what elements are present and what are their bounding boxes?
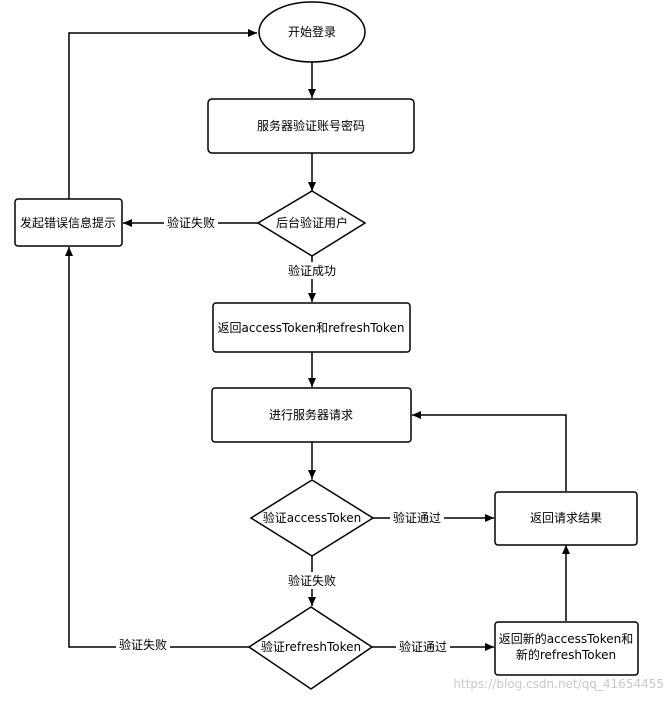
edge-refresh-fail-to-error: [65, 247, 249, 648]
start-label: 开始登录: [288, 24, 336, 39]
verify-refresh-node: [247, 606, 374, 690]
verify-access-label: 验证accessToken: [263, 510, 362, 525]
return-result-label: 返回请求结果: [530, 511, 602, 525]
edge-label-fail-1: 验证失败: [167, 215, 215, 230]
return-new-tokens-node: [494, 621, 639, 676]
edge-label-success-1: 验证成功: [288, 263, 336, 278]
edge-label-pass-2: 验证通过: [399, 639, 447, 654]
edge-error-to-start: [68, 29, 257, 199]
edge-label-fail-3: 验证失败: [119, 637, 167, 652]
return-new-tokens-label-line2: 新的refreshToken: [516, 647, 616, 662]
return-tokens-node: [212, 302, 411, 353]
start-node: [258, 1, 366, 63]
verify-refresh-label: 验证refreshToken: [261, 639, 361, 654]
edge-label-fail-2: 验证失败: [288, 573, 336, 588]
server-request-node: [211, 387, 412, 443]
backend-verify-node: [256, 190, 367, 257]
error-prompt-label: 发起错误信息提示: [20, 215, 116, 230]
return-new-tokens-label-line1: 返回新的accessToken和: [499, 631, 634, 646]
server-verify-node: [207, 98, 415, 154]
backend-verify-label: 后台验证用户: [276, 215, 348, 230]
edge-result-to-request: [412, 411, 567, 491]
verify-access-node: [249, 479, 375, 557]
error-prompt-node: [14, 198, 123, 247]
return-result-node: [494, 491, 638, 546]
return-tokens-label: 返回accessToken和refreshToken: [218, 321, 405, 335]
edge-label-pass-1: 验证通过: [393, 510, 441, 525]
watermark-text: https://blog.csdn.net/qq_41654455: [453, 677, 664, 691]
server-verify-label: 服务器验证账号密码: [257, 118, 365, 133]
server-request-label: 进行服务器请求: [269, 407, 353, 422]
